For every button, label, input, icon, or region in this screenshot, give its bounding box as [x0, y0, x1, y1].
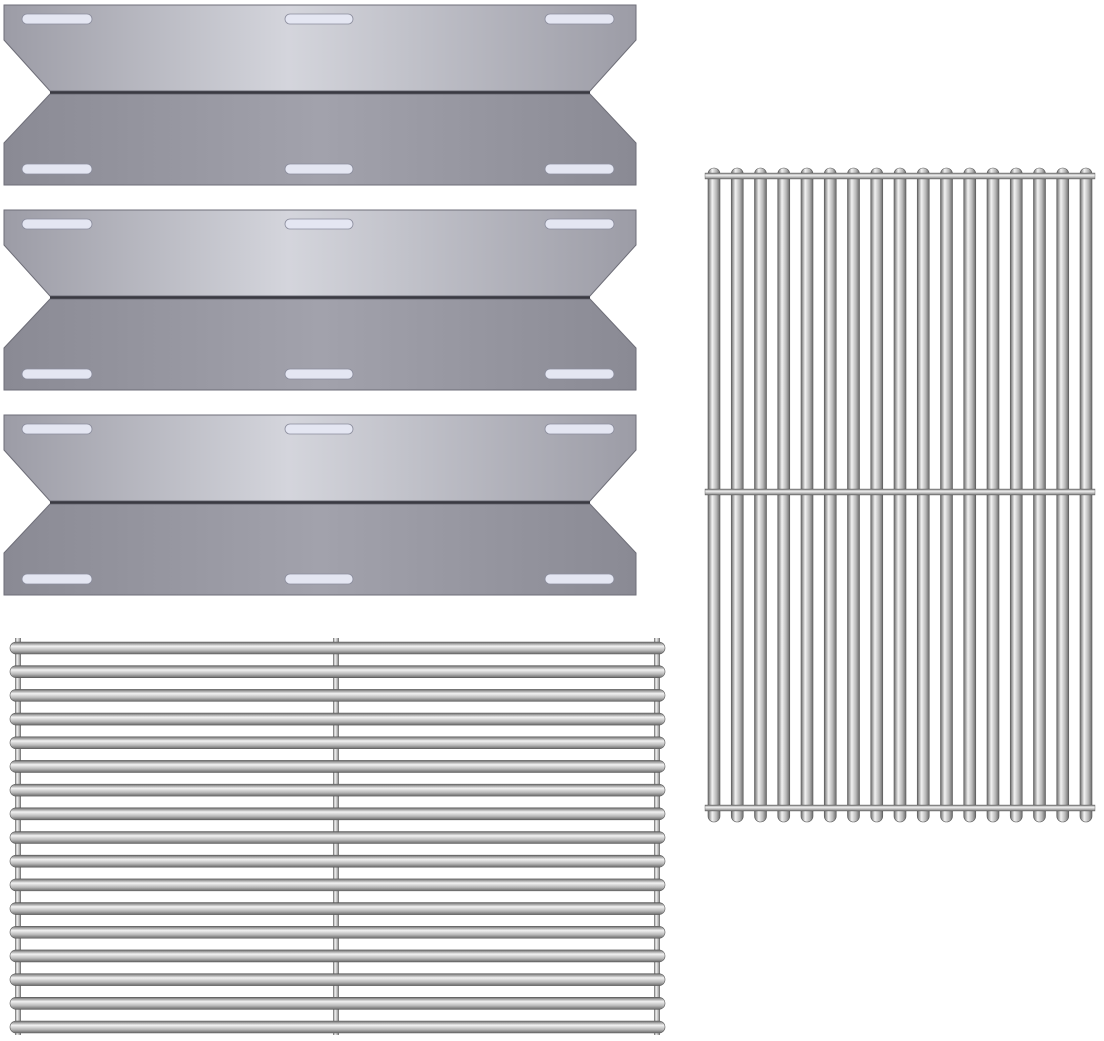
- grate-bar: [9, 949, 666, 963]
- grate-bar: [9, 854, 666, 868]
- heat-plate-top-face: [3, 414, 637, 502]
- grate-bar: [9, 712, 666, 726]
- grate-bar: [9, 665, 666, 678]
- grate-bar: [9, 689, 666, 702]
- cooking-grate-vertical: [704, 167, 1096, 823]
- heat-plate-top-face: [3, 4, 637, 92]
- grate-bar: [9, 902, 666, 915]
- heat-plate-slot: [284, 573, 354, 585]
- grate-bar: [9, 831, 666, 844]
- heat-plate-top-face: [3, 209, 637, 297]
- heat-plate-bottom-face: [3, 93, 637, 186]
- heat-plate-slot: [21, 573, 93, 585]
- grate-bar: [9, 997, 666, 1010]
- grate-bar: [9, 925, 666, 939]
- grate-cross-rod: [704, 172, 1096, 180]
- heat-plate-slot: [284, 218, 354, 230]
- heat-plate-slot: [544, 423, 615, 435]
- grate-bar: [9, 641, 666, 655]
- heat-plate-slot: [21, 13, 93, 25]
- grate-cross-rod: [704, 804, 1096, 812]
- heat-plate-slot: [284, 423, 354, 435]
- cooking-grate-horizontal: [9, 638, 666, 1035]
- grate-bar: [9, 783, 666, 797]
- heat-plate-slot: [544, 218, 615, 230]
- heat-plate-slot: [284, 368, 354, 380]
- heat-plate-slot: [544, 13, 615, 25]
- heat-plate: [3, 209, 637, 391]
- heat-plate-slot: [544, 368, 615, 380]
- heat-plate: [3, 4, 637, 186]
- heat-plate-slot: [544, 573, 615, 585]
- grate-bar: [9, 973, 666, 986]
- grate-cross-rod: [704, 488, 1096, 496]
- grate-bar: [9, 1020, 666, 1034]
- grate-bar: [9, 736, 666, 750]
- heat-plate-slot: [21, 423, 93, 435]
- heat-plate: [3, 414, 637, 596]
- heat-plate-bottom-face: [3, 503, 637, 596]
- grate-bar: [9, 878, 666, 892]
- heat-plate-slot: [284, 163, 354, 175]
- heat-plate-slot: [21, 368, 93, 380]
- grate-bar: [9, 807, 666, 821]
- heat-plate-slot: [284, 13, 354, 25]
- heat-plate-slot: [21, 163, 93, 175]
- heat-plate-bottom-face: [3, 298, 637, 391]
- grate-bar: [9, 760, 666, 773]
- heat-plate-slot: [21, 218, 93, 230]
- heat-plate-slot: [544, 163, 615, 175]
